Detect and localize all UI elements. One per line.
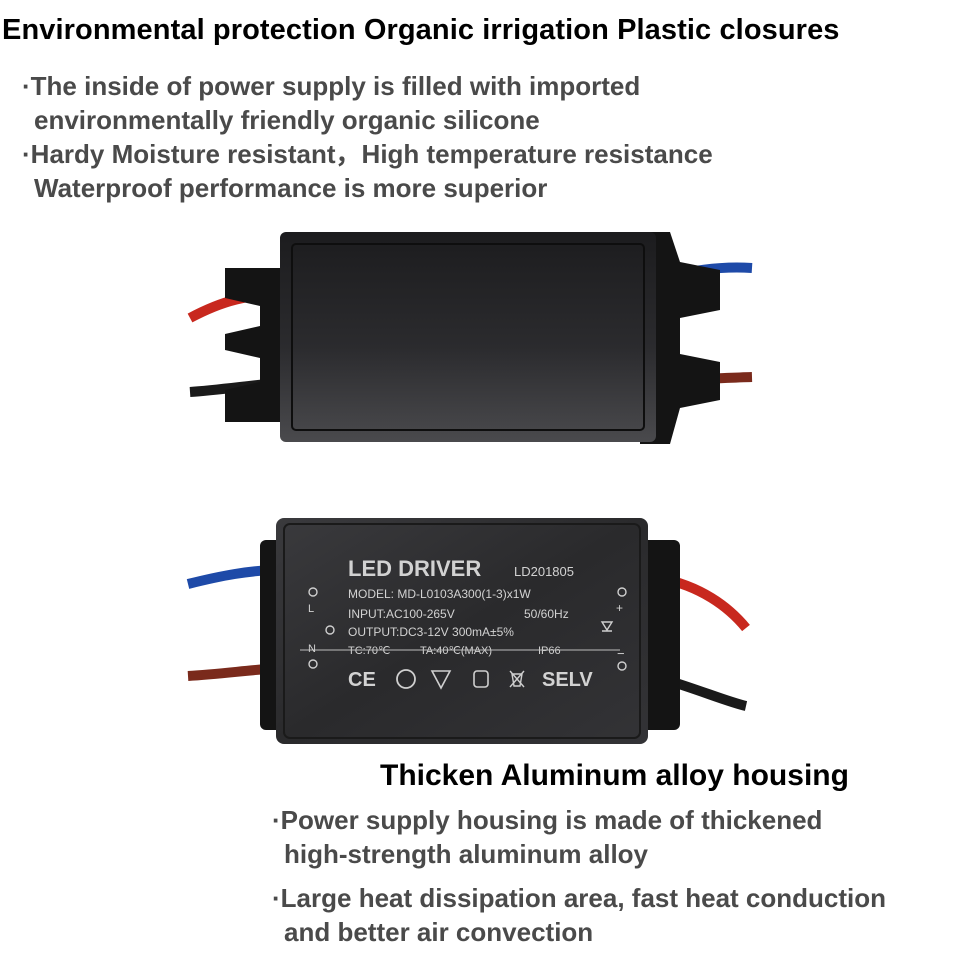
output-plus-terminal-icon	[617, 587, 627, 597]
label-frequency: 50/60Hz	[524, 607, 569, 621]
bullet-thickened-housing: ·Power supply housing is made of thicken…	[272, 803, 822, 871]
terminal-n-icon	[308, 659, 318, 669]
ce-mark-icon: CE	[348, 669, 376, 691]
led-driver-back-photo	[187, 232, 753, 444]
bullet-marker: ·	[272, 883, 281, 913]
output-minus-terminal-icon	[617, 661, 627, 671]
terminal-mid-icon	[325, 625, 335, 635]
label-polarity-minus: −	[617, 646, 625, 661]
bullet-heat-dissipation: ·Large heat dissipation area, fast heat …	[272, 881, 886, 949]
bullet-silicone-filling: ·The inside of power supply is filled wi…	[22, 69, 640, 137]
bullet-line: high-strength aluminum alloy	[284, 839, 649, 869]
led-driver-front-photo: LED DRIVER LD201805 MODEL: MD-L0103A300(…	[186, 518, 750, 744]
label-brand: LED DRIVER	[348, 556, 481, 581]
label-polarity-plus: +	[616, 601, 623, 615]
right-end-cap	[640, 540, 680, 730]
f-mark-icon	[430, 670, 452, 690]
double-insulation-icon	[473, 670, 489, 688]
label-tc: TC:70℃	[348, 645, 390, 657]
aluminum-section-title: Thicken Aluminum alloy housing	[380, 759, 849, 792]
selv-mark: SELV	[542, 669, 593, 691]
weee-bin-icon	[509, 670, 525, 688]
label-input: INPUT:AC100-265V	[348, 607, 455, 621]
bullet-line: Power supply housing is made of thickene…	[280, 805, 823, 835]
bullet-moisture-resistance: ·Hardy Moisture resistant，High temperatu…	[22, 137, 713, 205]
label-ta: TA:40℃(MAX)	[420, 645, 492, 657]
bullet-line: and better air convection	[284, 917, 594, 947]
terminal-l-icon	[308, 587, 318, 597]
label-ip: IP66	[538, 645, 561, 657]
label-terminal-l: L	[308, 603, 314, 615]
safety-mark-icon	[396, 669, 416, 689]
bullet-line: Waterproof performance is more superior	[34, 173, 548, 203]
label-model: MODEL: MD-L0103A300(1-3)x1W	[348, 587, 531, 601]
bullet-line: Large heat dissipation area, fast heat c…	[280, 883, 887, 913]
bullet-line: Hardy Moisture resistant，High temperatur…	[30, 139, 713, 169]
bullet-line: The inside of power supply is filled wit…	[30, 71, 641, 101]
bullet-marker: ·	[22, 139, 31, 169]
bullet-marker: ·	[272, 805, 281, 835]
right-end-cap	[640, 232, 720, 444]
bullet-line: environmentally friendly organic silicon…	[34, 105, 540, 135]
diode-icon	[600, 621, 614, 632]
bullet-marker: ·	[22, 71, 31, 101]
housing-body	[276, 518, 648, 744]
label-terminal-n: N	[308, 643, 316, 655]
label-output: OUTPUT:DC3-12V 300mA±5%	[348, 625, 514, 639]
housing-body	[280, 232, 656, 442]
label-code: LD201805	[514, 564, 574, 579]
environmental-section-title: Environmental protection Organic irrigat…	[2, 14, 840, 46]
